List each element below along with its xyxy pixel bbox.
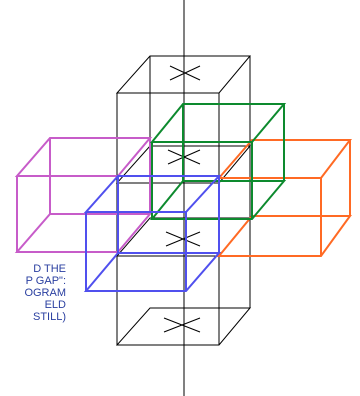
annotation-line-4: ELD [44,299,66,311]
green-cube [149,103,287,220]
annotation-line-3: OGRAM [24,287,66,299]
annotation-line-5: STILL) [32,311,66,323]
blue-cube [83,175,222,292]
annotation-line-2: P GAP": [25,275,66,287]
annotation-text: D THE P GAP": OGRAM ELD STILL) [0,263,66,323]
annotation-line-1: D THE [33,263,66,275]
magenta-cube [14,137,153,253]
